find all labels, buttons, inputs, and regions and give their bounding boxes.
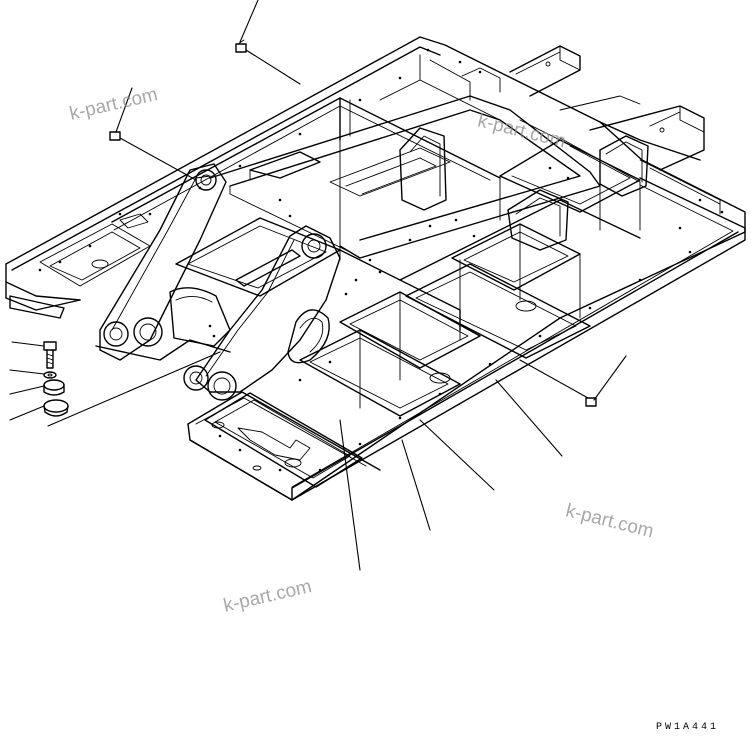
drawing-code: PW1A441 bbox=[656, 722, 720, 733]
revolving-frame bbox=[5, 36, 746, 501]
pin-icon bbox=[109, 131, 121, 141]
leader-lines bbox=[9, 0, 627, 571]
pin-icon bbox=[235, 39, 247, 53]
holes bbox=[38, 48, 724, 472]
ring-icon bbox=[43, 399, 69, 417]
pin-icon bbox=[585, 397, 597, 407]
cap-plug-icon bbox=[43, 379, 65, 396]
washer-icon bbox=[43, 371, 57, 379]
hex-bolt-icon bbox=[43, 341, 57, 369]
